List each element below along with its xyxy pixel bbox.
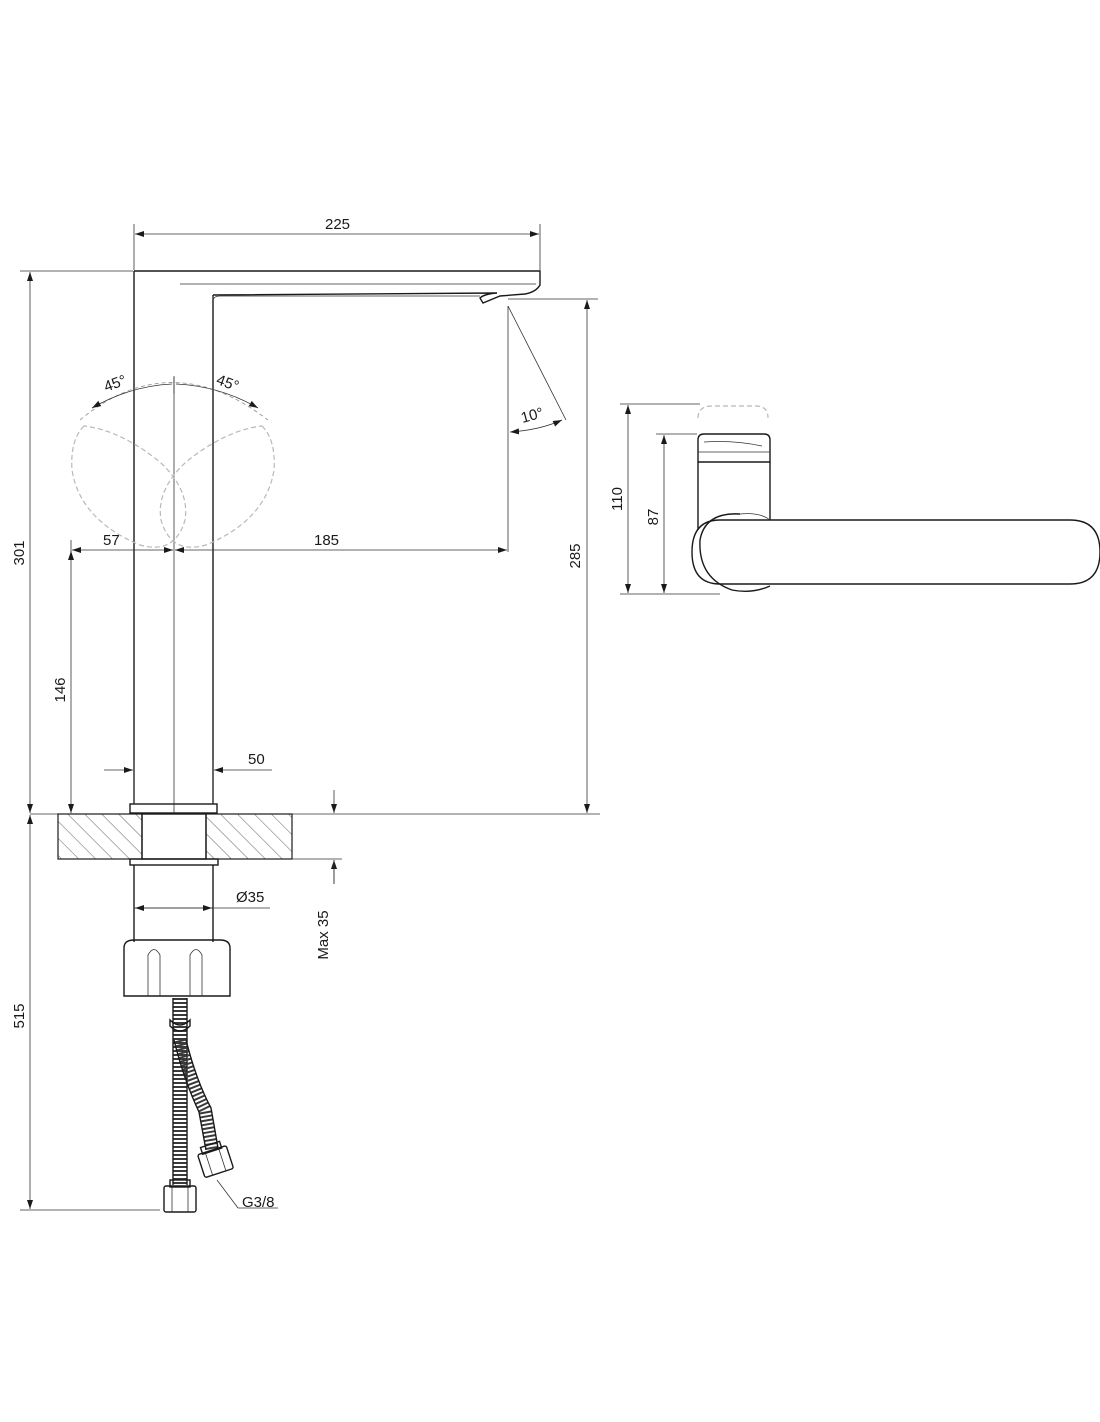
dim-225-label: 225 [325, 216, 350, 233]
dim-50 [104, 760, 272, 804]
dim-285 [508, 298, 598, 813]
hose-nut-upper [197, 1140, 234, 1178]
faucet-front-view [129, 270, 541, 814]
dim-87 [656, 433, 697, 593]
dim-515-label: 515 [11, 1003, 28, 1028]
mounting-shank [133, 865, 214, 942]
dim-max35-label: Max 35 [315, 910, 332, 959]
dim-35-label: Ø35 [236, 889, 264, 906]
dim-57-label: 57 [103, 532, 120, 549]
dim-301-label: 301 [11, 540, 28, 565]
supply-hoses [163, 998, 234, 1213]
dim-225 [133, 224, 541, 270]
dim-50-label: 50 [248, 751, 265, 768]
dim-g38-label: G3/8 [242, 1194, 275, 1211]
countertop-section [30, 813, 600, 866]
dim-146-label: 146 [52, 677, 69, 702]
faucet-base-ring [129, 803, 218, 814]
faucet-side-view [691, 405, 1100, 593]
faucet-spout [134, 270, 541, 304]
dim-515 [20, 815, 160, 1211]
dim-110 [620, 403, 720, 595]
hose-nut-lower [163, 1179, 197, 1213]
dim-57-185 [70, 540, 507, 560]
angle-right-label: 45° [214, 371, 241, 395]
dim-87-label: 87 [645, 509, 662, 526]
mounting-nut [123, 939, 231, 997]
angle-left-label: 45° [102, 372, 129, 396]
dim-301 [20, 270, 133, 813]
dim-g38 [216, 1179, 278, 1209]
dim-110-label: 110 [609, 487, 626, 511]
dim-285-label: 285 [567, 543, 584, 568]
lever-rotation-ghost [71, 376, 275, 548]
faucet-column [133, 271, 214, 804]
dim-185-label: 185 [314, 532, 339, 549]
angle-spout-label: 10° [519, 405, 545, 427]
spout-angle-indicator [507, 305, 567, 552]
